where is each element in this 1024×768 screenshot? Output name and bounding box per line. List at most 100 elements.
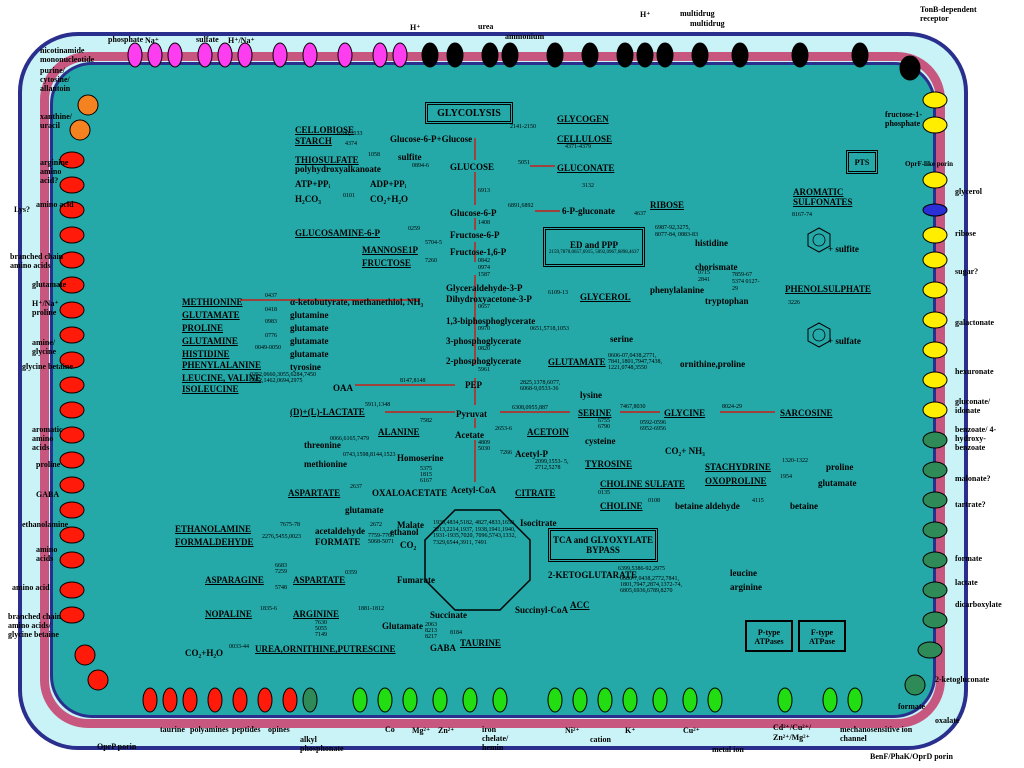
left-label: purine/ cytosine/ allantoin [40, 66, 71, 93]
ec-label: 2141-2150 [510, 124, 536, 130]
ec-label: 4371-4379 [565, 144, 591, 150]
right-label: benzoate/ 4-hydroxy-benzoate [955, 425, 997, 452]
bottom-label: cation [590, 735, 611, 744]
phenylalanine: phenylalanine [650, 285, 705, 295]
ec-label: 0066,6165,7479 [330, 436, 369, 442]
3-pg: 3-phosphoglycerate [446, 336, 521, 346]
acc: ACC [570, 600, 590, 610]
oaa: OAA [333, 383, 353, 393]
right-label: 2-ketogluconate [935, 675, 990, 684]
top-label: H⁺/Na⁺ [228, 36, 255, 45]
ec-label: 0592-0596 6952-6956 [640, 420, 666, 432]
ptype-atpase-box: P-type ATPases [745, 620, 793, 652]
bottom-label: polyamines [190, 725, 229, 734]
aromatic-sulfonates: AROMATIC SULFONATES [793, 187, 853, 207]
left-label: nicotinamide mononucleotide [40, 46, 95, 64]
benzene-ring-icon [807, 322, 831, 348]
ec-label: 0049-0050 [255, 345, 281, 351]
left-label: aromatic amino acids [32, 425, 63, 452]
chorismate: chorismate [695, 262, 738, 272]
ec-label: 1930,4834,5182, 4827,4833,1650, 2213,221… [433, 520, 516, 546]
ec-label: 0743,1598,8144,1523 [343, 452, 396, 458]
ketobutyrate: α-ketobutyrate, methanethiol, NH₃ [290, 297, 424, 307]
right-label: galactonate [955, 318, 995, 327]
ec-label: 2063 8213 8217 [425, 622, 437, 640]
glucose-6p: Glucose-6-P [450, 208, 497, 218]
ec-label: 6913 [478, 188, 490, 194]
top-label: multidrug [680, 9, 715, 18]
left-label: amino acid [12, 583, 50, 592]
bottom-label: alkyl phosphonate [300, 735, 344, 753]
ec-label: 7260 [425, 258, 437, 264]
left-label: ethanolamine [22, 520, 69, 529]
benzene-ring-icon [807, 227, 831, 253]
cellulose: CELLULOSE [557, 134, 613, 144]
ec-label: 2825,1378,6077, 6068-9,0533-36 [520, 380, 561, 392]
glutamate-6: Glutamate [382, 621, 423, 631]
histidine: histidine [695, 238, 729, 248]
bottom-label: Zn²⁺ [438, 726, 455, 735]
isoleucine: ISOLEUCINE [182, 384, 239, 394]
ec-label: 7467,8030 [620, 404, 646, 410]
ornithine-proline: ornithine,proline [680, 359, 746, 369]
methionine: METHIONINE [182, 297, 243, 307]
left-label: amino acid [36, 200, 74, 209]
ribose: RIBOSE [650, 200, 685, 210]
right-label: formate [955, 554, 983, 563]
ec-label: 0437 [265, 293, 277, 299]
left-label: amino acids [36, 545, 58, 563]
ec-label: 7675-78 [280, 522, 300, 528]
arginine: arginine [730, 582, 763, 592]
stachydrine: STACHYDRINE [705, 462, 771, 472]
pts-box: PTS [846, 150, 878, 174]
ec-label: 0842 0974 1587 [478, 258, 490, 278]
ec-label: 0606-07,0438,2771, 7841,1801,7947,7438, … [608, 353, 662, 371]
glycine: GLYCINE [664, 408, 706, 418]
ec-label: 2672 [370, 522, 382, 528]
asparagine: ASPARAGINE [205, 575, 264, 585]
oxoproline: OXOPROLINE [705, 476, 767, 486]
top-label: H⁺ [640, 10, 651, 19]
ec-label: 2276,5455,0023 [262, 534, 301, 540]
left-label: Lys? [14, 205, 31, 214]
ec-label: 6399,5386-92,2975 [618, 566, 665, 572]
2-ketoglutarate: 2-KETOGLUTARATE [548, 570, 638, 580]
left-label: branched chain amino acids [10, 252, 64, 270]
glutamate-2: glutamate [290, 336, 329, 346]
top-label: H⁺ [410, 23, 421, 32]
acetoin: ACETOIN [527, 427, 569, 437]
glycogen: GLYCOGEN [557, 114, 609, 124]
ftype-atpase-box: F-type ATPase [798, 620, 846, 652]
right-label: ribose [955, 229, 976, 238]
fumarate: Fumarate [397, 575, 435, 585]
ec-label: 6755 6790 [598, 418, 610, 430]
ec-label: 4115 [752, 498, 764, 504]
citrate: CITRATE [515, 488, 556, 498]
cysteine: cysteine [585, 436, 616, 446]
right-label: oxalate [935, 716, 960, 725]
bottom-label: K⁺ [625, 726, 636, 735]
atp-ppi: ATP+PPᵢ [295, 179, 331, 189]
ec-label: 0108 [648, 498, 660, 504]
ec-label: 0135 [598, 490, 610, 496]
right-label: fructose-1-phosphate [885, 110, 922, 128]
glutamate-5: glutamate [345, 505, 384, 515]
bottom-label: Mg²⁺ [412, 726, 431, 735]
right-label: tartrate? [955, 500, 986, 509]
acetyl-coa: Acetyl-CoA [451, 485, 496, 495]
succinate: Succinate [430, 610, 467, 620]
phenylalanine-cap: PHENYLALANINE [182, 360, 262, 370]
top-transporters [127, 42, 921, 81]
leucine-valine: LEUCINE, VALINE [182, 373, 262, 383]
glucose6p-glucose: Glucose-6-P+Glucose [390, 134, 473, 144]
ec-label: 1408 [478, 220, 490, 226]
top-label: ammonium [505, 32, 545, 41]
ec-label: 0252,0660,3055,6284,7450 5052,1462,0694,… [250, 372, 316, 384]
left-label: branched chain amino acids/ glycine beta… [8, 612, 62, 639]
cytoplasm [50, 62, 936, 718]
serine-1: serine [610, 334, 633, 344]
13-bpg: 1,3-biphosphoglycerate [446, 316, 536, 326]
ec-label: 0418 [265, 307, 277, 313]
left-label: xanthine/ uracil [40, 112, 73, 130]
phenolsulphate: PHENOLSULPHATE [785, 284, 871, 294]
